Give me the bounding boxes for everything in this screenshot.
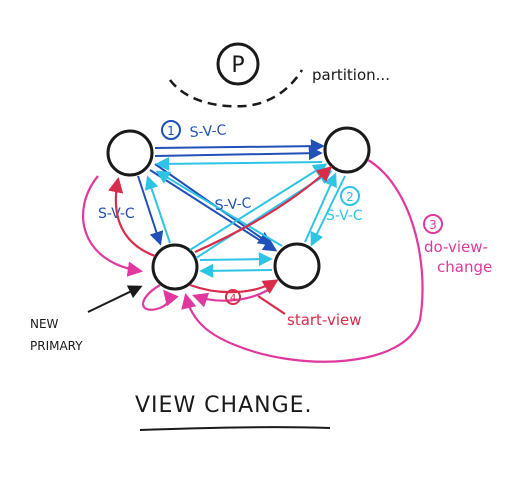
new-primary-line2: PRIMARY [30,339,83,353]
partition-group: P partition... [169,42,390,108]
svc-top-label: S-V-C [189,122,227,141]
dvc-arrow-br-to-bl [192,289,269,308]
svc-arrow-tr-to-br [310,175,346,247]
new-primary-annotation: NEW PRIMARY [30,285,143,353]
step-4-label: 4 [230,293,236,304]
svc-arrow-br-to-tl [155,170,283,247]
dvc-arrow-self-loop [142,284,179,311]
step-1-label: 1 [167,124,175,138]
step-1-circle [161,120,181,140]
svc-middle-label: S-V-C [214,195,252,214]
svc-arrow-bl-to-tl [144,175,171,244]
svc-arrow-bl-to-br [199,252,273,267]
partition-label: partition... [312,66,390,84]
svc-right-label: S-V-C [326,208,363,224]
sv-arrow-bl-to-tr [194,165,333,254]
start-view-label: start-view [287,311,362,329]
new-primary-line1: NEW [30,317,59,331]
partition-arc [169,69,304,108]
step-2-circle [340,186,360,206]
new-primary-pointer [87,285,143,313]
nodes [106,126,371,291]
dvc-label-line1: do-view- [424,238,488,256]
sv-arrow-bl-to-tl [108,176,156,258]
partition-circle-label: P [231,53,244,78]
partition-circle [216,42,260,86]
svc-arrow-tl-to-tr-2 [154,146,323,161]
dvc-arrow-tr-to-bl [181,159,424,363]
node-top-left [106,129,154,177]
svc-arrow-bl-to-tr [189,163,328,251]
svc-arrow-tl-to-tr [154,139,325,154]
step-3-label: 3 [429,218,437,232]
svc-arrow-br-to-bl [199,263,273,278]
dvc-pink-arrows [82,159,424,363]
node-bottom-left-new-primary [151,243,199,291]
node-top-right [323,126,371,174]
sv-label-pointer [257,295,286,315]
svc-arrow-tl-to-bl [137,175,164,246]
step-2-label: 2 [346,190,354,204]
step-4-circle [225,289,241,305]
step-3-circle [423,214,443,234]
title-underline [139,426,331,431]
dvc-label-line2: change [437,258,492,276]
dvc-arrow-tl-to-bl [82,175,144,277]
node-bottom-right [273,242,321,290]
svc-arrow-br-to-tr [304,172,337,243]
svc-arrow-tr-to-tl [155,156,323,171]
diagram-title: VIEW CHANGE. [135,393,313,418]
